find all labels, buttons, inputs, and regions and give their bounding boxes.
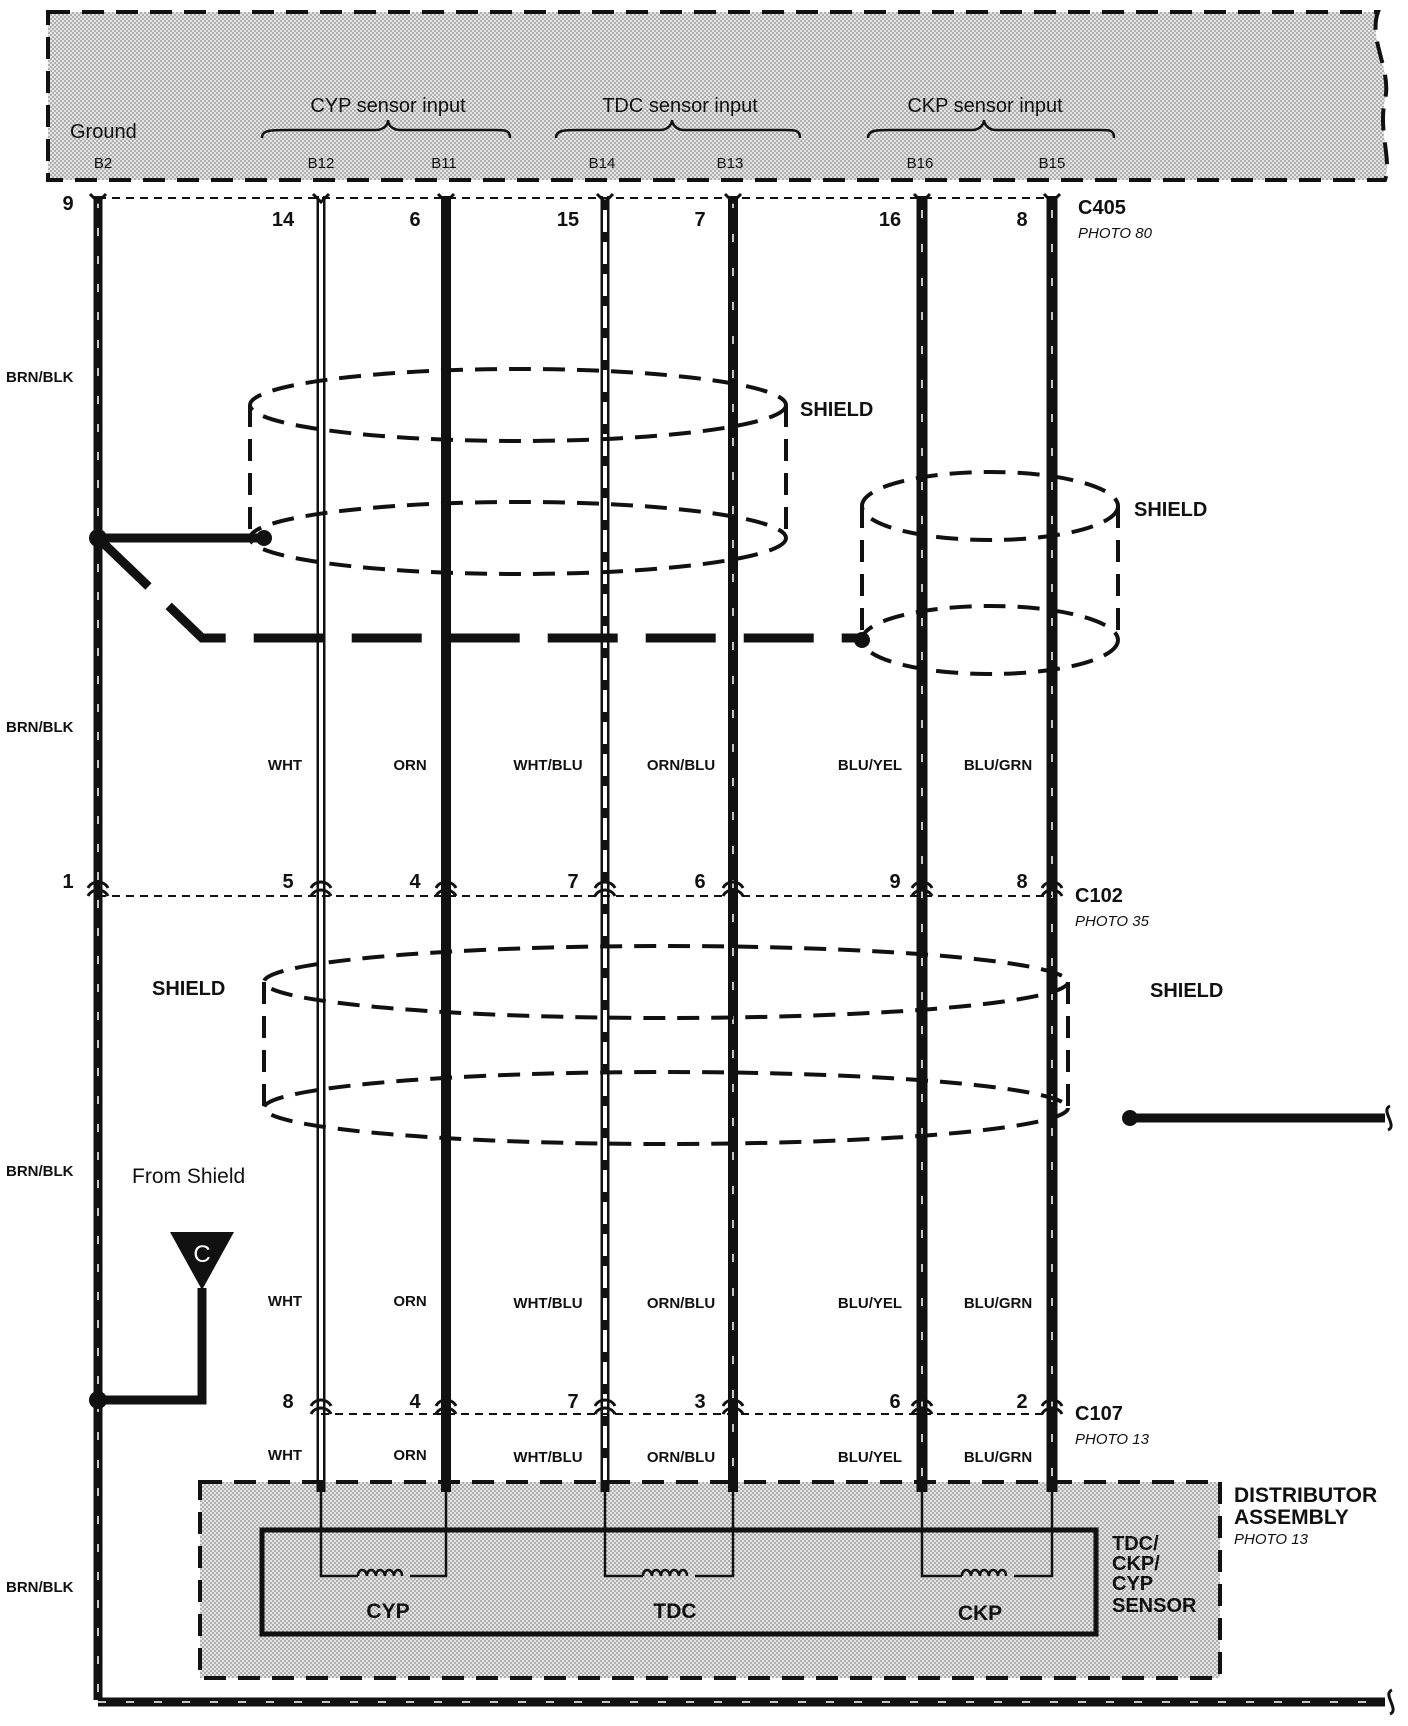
connector-c-label: C bbox=[193, 1241, 210, 1268]
distributor-assembly: CYP TDC CKP TDC/ CKP/ CYP SENSOR DISTRIB… bbox=[198, 1480, 1377, 1680]
ckp-group-label: CKP sensor input bbox=[907, 95, 1063, 117]
c405-pin-1: 9 bbox=[62, 193, 73, 215]
c102-pin-2: 5 bbox=[282, 871, 293, 893]
cyp-group-label: CYP sensor input bbox=[310, 95, 466, 117]
coil-label-tdc: TDC bbox=[653, 1600, 696, 1623]
c405-pin-5: 7 bbox=[694, 209, 705, 231]
c102-photo: PHOTO 35 bbox=[1075, 913, 1150, 930]
distributor-title-2: ASSEMBLY bbox=[1234, 1506, 1349, 1529]
c405-id: C405 bbox=[1078, 197, 1126, 219]
wire-ground bbox=[93, 196, 1385, 1707]
c102-pin-1: 1 bbox=[62, 871, 73, 893]
c102-pin-6: 9 bbox=[889, 871, 900, 893]
wire-label-orn-blu-1: ORN/BLU bbox=[647, 757, 715, 774]
ground-color-label-3: BRN/BLK bbox=[6, 1163, 74, 1180]
c107-pin-4: 3 bbox=[694, 1391, 705, 1413]
wire-label-wht-3: WHT bbox=[268, 1447, 302, 1464]
c102-id: C102 bbox=[1075, 885, 1123, 907]
shield-label-4: SHIELD bbox=[1150, 980, 1223, 1002]
shield-drain-upper bbox=[89, 529, 870, 648]
sensor-label-2: CKP/ bbox=[1112, 1553, 1160, 1575]
ground-label: Ground bbox=[70, 121, 137, 143]
c107-pin-1: 8 bbox=[282, 1391, 293, 1413]
c107-id: C107 bbox=[1075, 1403, 1123, 1425]
wire-label-orn-1: ORN bbox=[393, 757, 426, 774]
wire-labels-lower: BRN/BLK BRN/BLK WHT ORN WHT/BLU ORN/BLU … bbox=[6, 1163, 1032, 1596]
pin-b2: B2 bbox=[94, 155, 112, 172]
wire-label-blu-yel-1: BLU/YEL bbox=[838, 757, 902, 774]
ground-color-label-2: BRN/BLK bbox=[6, 719, 74, 736]
c102-pin-4: 7 bbox=[567, 871, 578, 893]
c107-photo: PHOTO 13 bbox=[1075, 1431, 1150, 1448]
coil-label-cyp: CYP bbox=[366, 1600, 409, 1623]
wire-label-wht-blu-1: WHT/BLU bbox=[513, 757, 582, 774]
distributor-photo: PHOTO 13 bbox=[1234, 1531, 1309, 1548]
connector-c405: 9 14 6 15 7 16 8 C405 PHOTO 80 bbox=[62, 192, 1153, 242]
wire-label-orn-blu-3: ORN/BLU bbox=[647, 1449, 715, 1466]
pin-b11: B11 bbox=[431, 155, 457, 172]
from-shield-label: From Shield bbox=[132, 1165, 245, 1188]
cyp-group-bracket bbox=[260, 119, 512, 139]
c107-pin-5: 6 bbox=[889, 1391, 900, 1413]
distributor-title-1: DISTRIBUTOR bbox=[1234, 1484, 1377, 1507]
wire-label-wht-2: WHT bbox=[268, 1293, 302, 1310]
c102-pin-3: 4 bbox=[409, 871, 421, 893]
c102-pin-5: 6 bbox=[694, 871, 705, 893]
c107-pin-2: 4 bbox=[409, 1391, 421, 1413]
c102-pin-7: 8 bbox=[1016, 871, 1027, 893]
wire-label-orn-3: ORN bbox=[393, 1447, 426, 1464]
connector-c102: 1 5 4 7 6 9 8 C102 PHOTO 35 bbox=[62, 871, 1149, 930]
wire-label-blu-yel-3: BLU/YEL bbox=[838, 1449, 902, 1466]
shield-label-2: SHIELD bbox=[1134, 499, 1207, 521]
c405-pin-2: 14 bbox=[272, 209, 295, 231]
sensor-label-1: TDC/ bbox=[1112, 1533, 1159, 1555]
c405-pin-4: 15 bbox=[557, 209, 579, 231]
upper-shield-cyp-tdc: SHIELD bbox=[248, 367, 873, 576]
c405-pin-7: 8 bbox=[1016, 209, 1027, 231]
sensor-label-3: CYP bbox=[1112, 1573, 1153, 1595]
ckp-group-bracket bbox=[866, 119, 1116, 139]
lower-shield: SHIELD SHIELD bbox=[152, 944, 1393, 1146]
ecu-box: Ground CYP sensor input TDC sensor input… bbox=[46, 10, 1390, 182]
pin-b15: B15 bbox=[1039, 155, 1066, 172]
wire-label-blu-grn-3: BLU/GRN bbox=[964, 1449, 1032, 1466]
c405-pin-6: 16 bbox=[879, 209, 901, 231]
from-shield-connector: From Shield C bbox=[89, 1165, 245, 1409]
pin-b16: B16 bbox=[907, 155, 934, 172]
wire-label-blu-grn-1: BLU/GRN bbox=[964, 757, 1032, 774]
wire-label-wht-1: WHT bbox=[268, 757, 302, 774]
ground-color-label-4: BRN/BLK bbox=[6, 1579, 74, 1596]
pin-b13: B13 bbox=[717, 155, 744, 172]
wire-label-blu-grn-2: BLU/GRN bbox=[964, 1295, 1032, 1312]
wires bbox=[93, 196, 1385, 1707]
c107-pin-6: 2 bbox=[1016, 1391, 1027, 1413]
tdc-group-bracket bbox=[554, 119, 802, 139]
c107-pin-3: 7 bbox=[567, 1391, 578, 1413]
coil-label-ckp: CKP bbox=[958, 1602, 1002, 1625]
c405-photo: PHOTO 80 bbox=[1078, 225, 1153, 242]
tdc-group-label: TDC sensor input bbox=[602, 95, 758, 117]
upper-shield-ckp: SHIELD bbox=[860, 470, 1207, 676]
wire-labels-upper: BRN/BLK BRN/BLK WHT ORN WHT/BLU ORN/BLU … bbox=[6, 369, 1032, 774]
ground-break-mark bbox=[1387, 1688, 1395, 1716]
wire-label-orn-blu-2: ORN/BLU bbox=[647, 1295, 715, 1312]
shield-label-3: SHIELD bbox=[152, 978, 225, 1000]
wire-label-orn-2: ORN bbox=[393, 1293, 426, 1310]
c405-pin-3: 6 bbox=[409, 209, 420, 231]
ground-color-label-1: BRN/BLK bbox=[6, 369, 74, 386]
wire-label-wht-blu-2: WHT/BLU bbox=[513, 1295, 582, 1312]
wire-label-wht-blu-3: WHT/BLU bbox=[513, 1449, 582, 1466]
sensor-label-4: SENSOR bbox=[1112, 1595, 1197, 1617]
pin-b14: B14 bbox=[589, 155, 616, 172]
pin-b12: B12 bbox=[308, 155, 335, 172]
shield-label-1: SHIELD bbox=[800, 399, 873, 421]
wire-label-blu-yel-2: BLU/YEL bbox=[838, 1295, 902, 1312]
connector-c107: 8 4 7 3 6 2 C107 PHOTO 13 bbox=[282, 1391, 1149, 1448]
